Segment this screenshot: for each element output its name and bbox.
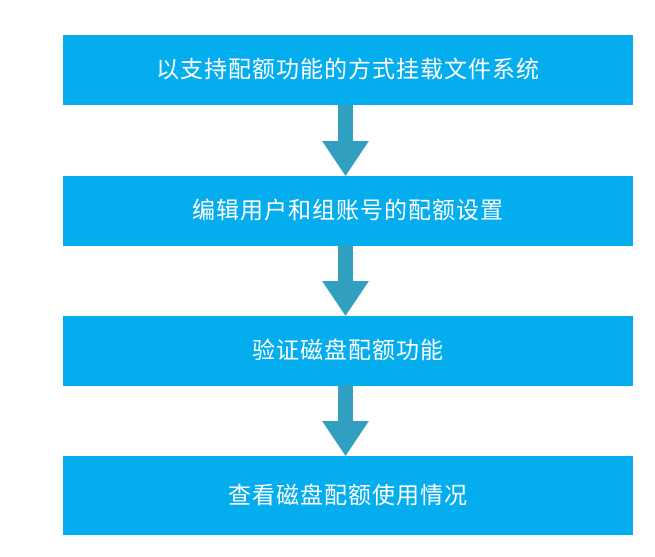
flow-step-3-label: 验证磁盘配额功能 bbox=[252, 338, 444, 364]
flow-step-2: 编辑用户和组账号的配额设置 bbox=[63, 176, 633, 246]
flow-step-1: 以支持配额功能的方式挂载文件系统 bbox=[63, 35, 633, 105]
arrow-down-icon bbox=[322, 105, 369, 176]
arrow-down-icon bbox=[322, 245, 369, 316]
flow-step-4-label: 查看磁盘配额使用情况 bbox=[228, 482, 468, 508]
flow-step-2-label: 编辑用户和组账号的配额设置 bbox=[192, 198, 504, 224]
flow-step-4: 查看磁盘配额使用情况 bbox=[63, 456, 633, 535]
flow-step-1-label: 以支持配额功能的方式挂载文件系统 bbox=[156, 57, 540, 83]
flow-step-3: 验证磁盘配额功能 bbox=[63, 316, 633, 386]
arrow-down-icon bbox=[322, 385, 369, 456]
